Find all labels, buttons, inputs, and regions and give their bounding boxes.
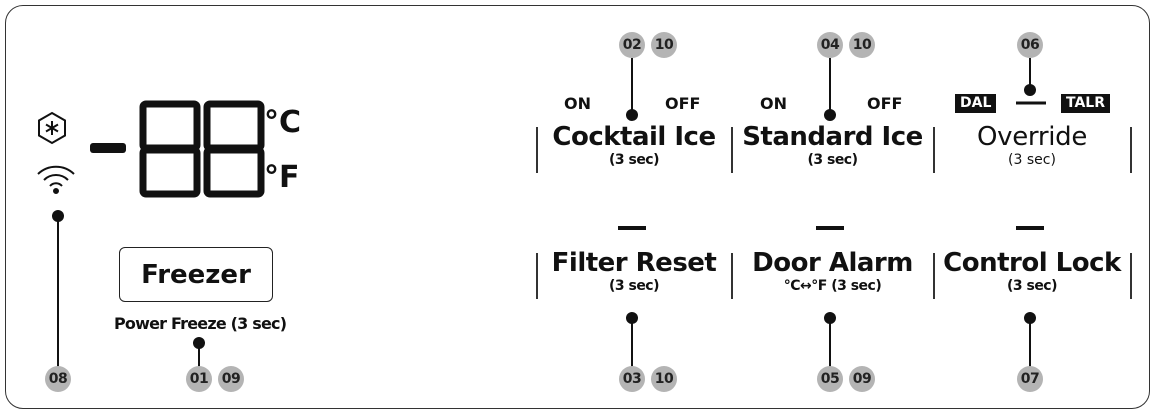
callout-badge-08: 08	[45, 366, 71, 392]
standard-ice-title: Standard Ice	[742, 122, 923, 152]
cocktail-ice-title: Cocktail Ice	[552, 122, 716, 152]
indicator-dash	[1016, 226, 1044, 230]
standard-ice-sub: (3 sec)	[807, 152, 858, 168]
callout-badge-10b: 10	[849, 32, 875, 58]
standard-ice-off-label: OFF	[867, 94, 903, 113]
fahrenheit-unit: °F	[264, 160, 300, 195]
cocktail-ice-sub: (3 sec)	[608, 152, 660, 168]
door-alarm-callout-dot	[824, 312, 836, 324]
callout-badge-10: 10	[651, 32, 677, 58]
callout-badge-03: 03	[619, 366, 645, 392]
standard-ice-callout-dot	[824, 109, 836, 121]
door-alarm-sub: °C↔°F (3 sec)	[783, 278, 882, 294]
callout-badge-10c: 10	[651, 366, 677, 392]
callout-badge-07: 07	[1017, 366, 1043, 392]
separator	[1130, 127, 1132, 173]
override-callout-dot	[1024, 84, 1036, 96]
callout-badge-09: 09	[218, 366, 244, 392]
separator	[536, 253, 538, 299]
callout-badge-01: 01	[186, 366, 212, 392]
indicator-dash	[618, 226, 646, 230]
power-freeze-label: Power Freeze (3 sec)	[114, 314, 287, 333]
wifi-icon	[37, 165, 75, 194]
control-panel-outline	[5, 5, 1150, 409]
freezer-callout-dot	[193, 337, 205, 349]
control-lock-callout-dot	[1024, 312, 1036, 324]
door-alarm-title: Door Alarm	[752, 248, 913, 278]
control-lock-title: Control Lock	[943, 248, 1121, 278]
callout-badge-06: 06	[1017, 32, 1043, 58]
freezer-button[interactable]: Freezer	[119, 247, 273, 302]
separator	[933, 253, 935, 299]
callout-badge-05: 05	[817, 366, 843, 392]
freezer-label: Freezer	[141, 259, 251, 290]
cocktail-ice-off-label: OFF	[665, 94, 701, 113]
filter-reset-callout-dot	[626, 312, 638, 324]
talr-tag: TALR	[1061, 94, 1110, 113]
callout-badge-02: 02	[619, 32, 645, 58]
filter-reset-title: Filter Reset	[551, 248, 717, 278]
door-alarm-button[interactable]: Door Alarm °C↔°F (3 sec)	[735, 248, 930, 294]
dal-tag: DAL	[955, 94, 997, 113]
filter-reset-sub: (3 sec)	[608, 278, 660, 294]
separator	[933, 127, 935, 173]
control-lock-sub: (3 sec)	[1006, 278, 1058, 294]
seven-segment-display	[90, 100, 265, 198]
override-button[interactable]: Override (3 sec)	[937, 122, 1127, 168]
override-sub: (3 sec)	[1008, 152, 1056, 168]
celsius-unit: °C	[264, 105, 302, 140]
standard-ice-on-label: ON	[760, 94, 787, 113]
standard-ice-button[interactable]: Standard Ice (3 sec)	[735, 122, 930, 168]
snowflake-hexagon-icon	[38, 111, 66, 145]
cocktail-ice-on-label: ON	[564, 94, 591, 113]
filter-reset-button[interactable]: Filter Reset (3 sec)	[540, 248, 728, 294]
separator	[1130, 253, 1132, 299]
callout-badge-09b: 09	[849, 366, 875, 392]
wifi-callout-dot	[52, 210, 64, 222]
separator	[536, 127, 538, 173]
separator	[731, 127, 733, 173]
callout-badge-04: 04	[817, 32, 843, 58]
separator	[731, 253, 733, 299]
control-lock-button[interactable]: Control Lock (3 sec)	[937, 248, 1127, 294]
indicator-dash	[816, 226, 844, 230]
cocktail-ice-button[interactable]: Cocktail Ice (3 sec)	[540, 122, 728, 168]
cocktail-ice-callout-dot	[626, 109, 638, 121]
override-title: Override	[976, 122, 1088, 152]
